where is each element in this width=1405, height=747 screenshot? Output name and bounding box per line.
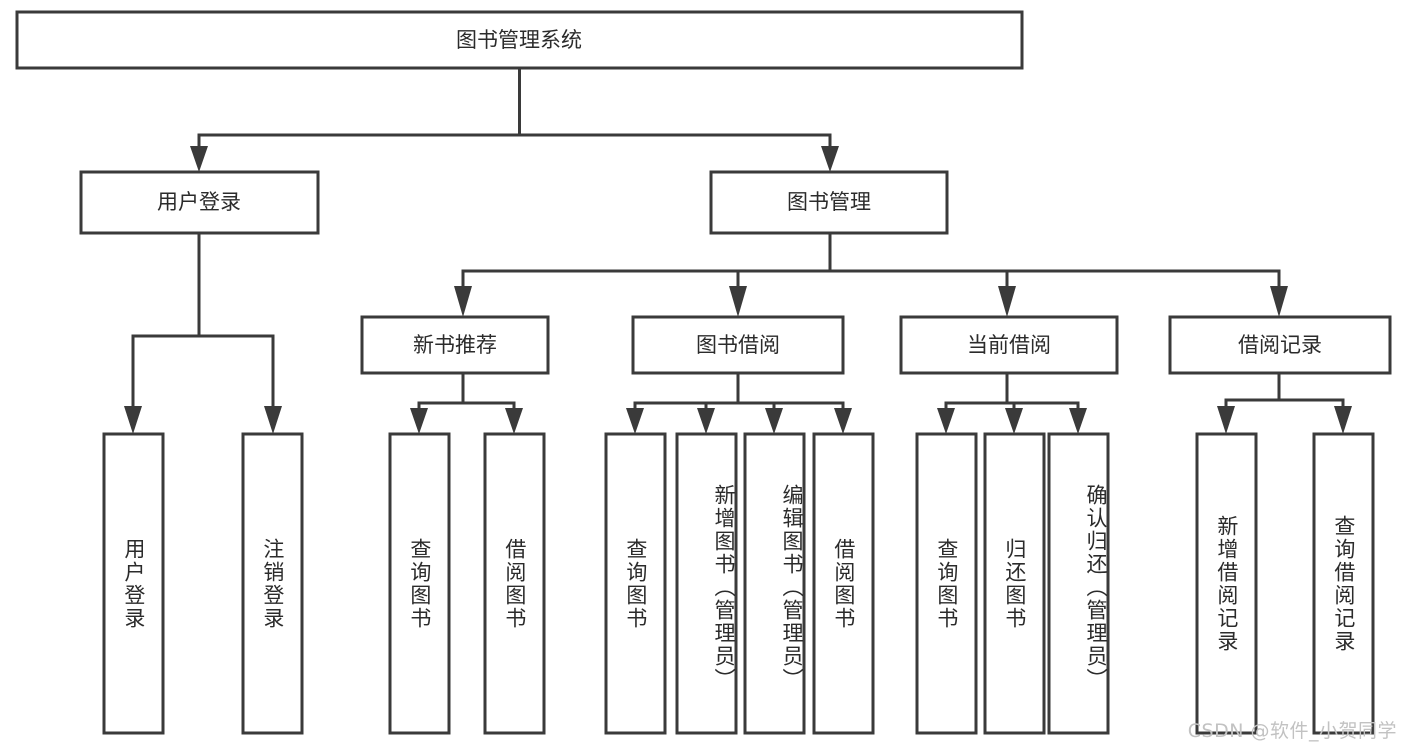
connector-group-book-manage — [454, 231, 1288, 317]
node-current-borrow-box[interactable] — [899, 315, 1119, 375]
arrowhead-to-new-book — [454, 286, 472, 317]
csdn-watermark: CSDN @软件_小贺同学 — [1187, 720, 1397, 742]
leaf-box-user-login-1[interactable] — [102, 432, 165, 735]
node-root-label: 图书管理系统 — [456, 28, 582, 52]
leaf-box-current-borrow-3[interactable] — [1047, 432, 1110, 735]
leaf-box-current-borrow-2[interactable] — [983, 432, 1046, 735]
leaf-box-book-borrow-4[interactable] — [812, 432, 875, 735]
node-user-login-label: 用户登录 — [157, 190, 241, 214]
arrowhead-to-book-borrow — [729, 286, 747, 317]
arrowhead-bookborrow-leaf-2 — [697, 408, 715, 434]
leaf-box-current-borrow-1[interactable] — [915, 432, 978, 735]
node-root-box[interactable] — [15, 10, 1024, 70]
leaf-box-book-borrow-3[interactable] — [743, 432, 806, 735]
arrowhead-currentborrow-leaf-3 — [1069, 408, 1087, 434]
node-new-book-label: 新书推荐 — [413, 333, 497, 357]
arrowhead-bookborrow-leaf-4 — [834, 408, 852, 434]
node-book-manage-label: 图书管理 — [787, 190, 871, 214]
connector-group-book-borrow — [626, 371, 852, 434]
arrowhead-newbook-leaf-1 — [410, 408, 428, 434]
connector-group-current-borrow — [937, 371, 1087, 434]
leaf-box-borrow-record-2[interactable] — [1312, 432, 1375, 735]
leaf-box-borrow-record-1[interactable] — [1195, 432, 1258, 735]
arrowhead-bookborrow-leaf-3 — [765, 408, 783, 434]
arrowhead-to-borrow-record — [1270, 286, 1288, 317]
node-book-borrow-box[interactable] — [631, 315, 845, 375]
node-current-borrow-label: 当前借阅 — [967, 333, 1051, 357]
node-borrow-record-box[interactable] — [1168, 315, 1392, 375]
arrowhead-to-book-manage — [821, 146, 839, 172]
arrowhead-currentborrow-leaf-2 — [1005, 408, 1023, 434]
arrowhead-to-user-login — [190, 146, 208, 172]
node-book-borrow-label: 图书借阅 — [696, 333, 780, 357]
arrowhead-currentborrow-leaf-1 — [937, 408, 955, 434]
arrowhead-newbook-leaf-2 — [505, 408, 523, 434]
arrowhead-borrowrecord-leaf-1 — [1217, 406, 1235, 434]
connector-group-new-book — [410, 371, 523, 434]
arrowhead-user-login-leaf-1 — [124, 406, 142, 434]
leaf-box-book-borrow-2[interactable] — [675, 432, 738, 735]
arrowhead-borrowrecord-leaf-2 — [1334, 406, 1352, 434]
leaf-box-user-login-2[interactable] — [241, 432, 304, 735]
arrowhead-bookborrow-leaf-1 — [626, 408, 644, 434]
leaf-box-book-borrow-1[interactable] — [604, 432, 667, 735]
node-new-book-box[interactable] — [360, 315, 550, 375]
connector-group-user-login — [124, 231, 282, 434]
leaf-box-new-book-1[interactable] — [388, 432, 451, 735]
arrowhead-to-current-borrow — [998, 286, 1016, 317]
connector-group-borrow-record — [1217, 371, 1352, 434]
connector-group-root — [190, 66, 839, 172]
arrowhead-user-login-leaf-2 — [264, 406, 282, 434]
node-borrow-record-label: 借阅记录 — [1238, 333, 1322, 357]
node-book-manage-box[interactable] — [709, 170, 949, 235]
leaf-box-new-book-2[interactable] — [483, 432, 546, 735]
node-user-login-box[interactable] — [79, 170, 320, 235]
